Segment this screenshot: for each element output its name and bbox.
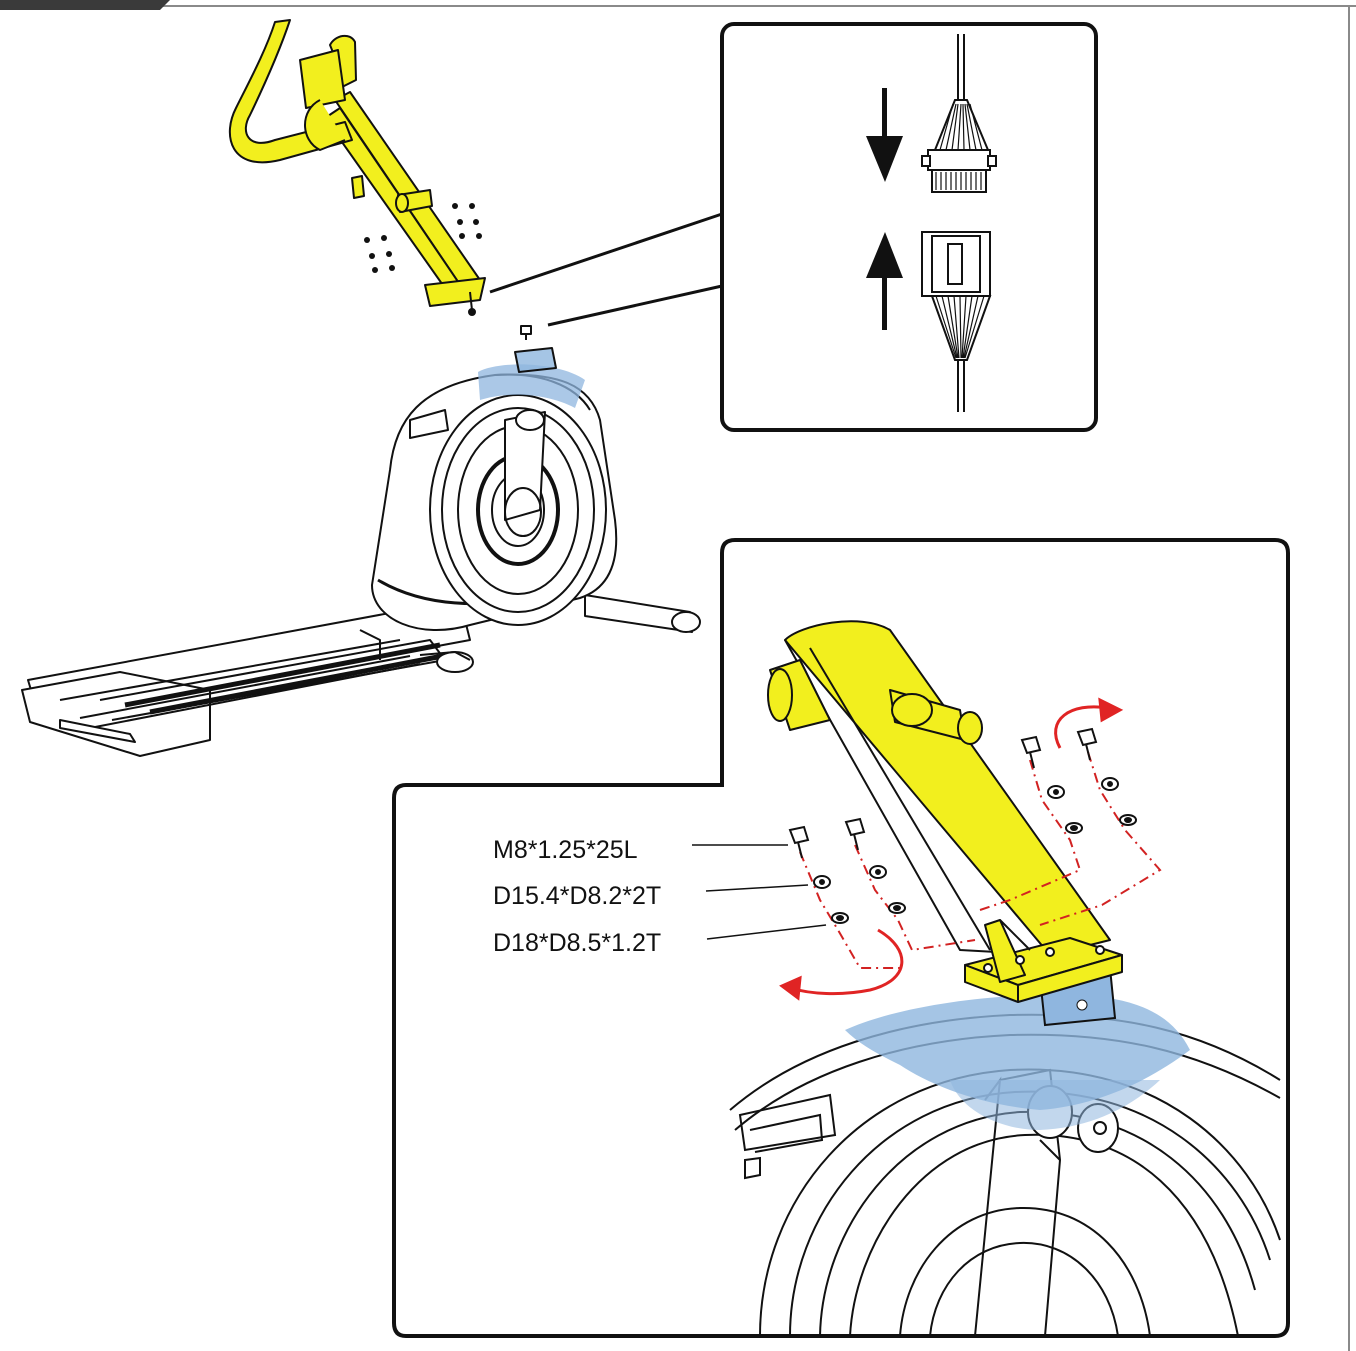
leader-lines xyxy=(692,844,827,940)
label-flat-washer: D18*D8.5*1.2T xyxy=(493,929,661,957)
label-spring-washer: D15.4*D8.2*2T xyxy=(493,882,661,910)
callout-lines xyxy=(489,212,723,327)
connector-socket-icon xyxy=(921,231,992,412)
bolt-icon xyxy=(788,825,810,859)
connector-plug-icon xyxy=(921,34,997,193)
mast-closeup xyxy=(767,620,1123,1003)
arrow-up-icon xyxy=(866,232,903,330)
arrow-down-icon xyxy=(866,88,903,182)
rear-stabilizer xyxy=(584,594,701,633)
bolt-icon xyxy=(844,817,866,851)
console-mount-highlight xyxy=(478,325,585,408)
elliptical-machine xyxy=(21,325,701,757)
assembly-guide-lines xyxy=(799,751,1162,969)
fastener-set xyxy=(788,727,1137,924)
console-mast xyxy=(228,19,486,316)
bolt-icon xyxy=(1020,735,1042,769)
machine-housing xyxy=(371,373,618,631)
page-corner-tab xyxy=(0,0,170,10)
machine-base xyxy=(21,599,474,757)
rotate-arrow-icon xyxy=(779,928,904,1001)
bolt-icon xyxy=(1076,727,1098,761)
screw-set xyxy=(364,203,482,273)
wiring-connector-inset xyxy=(720,22,1098,432)
rotate-arrow-icon xyxy=(1054,697,1124,749)
label-bolt: M8*1.25*25L xyxy=(493,836,638,864)
bolt-detail-inset: M8*1.25*25L D15.4*D8.2*2T D18*D8.5*1.2T xyxy=(392,538,1290,1338)
